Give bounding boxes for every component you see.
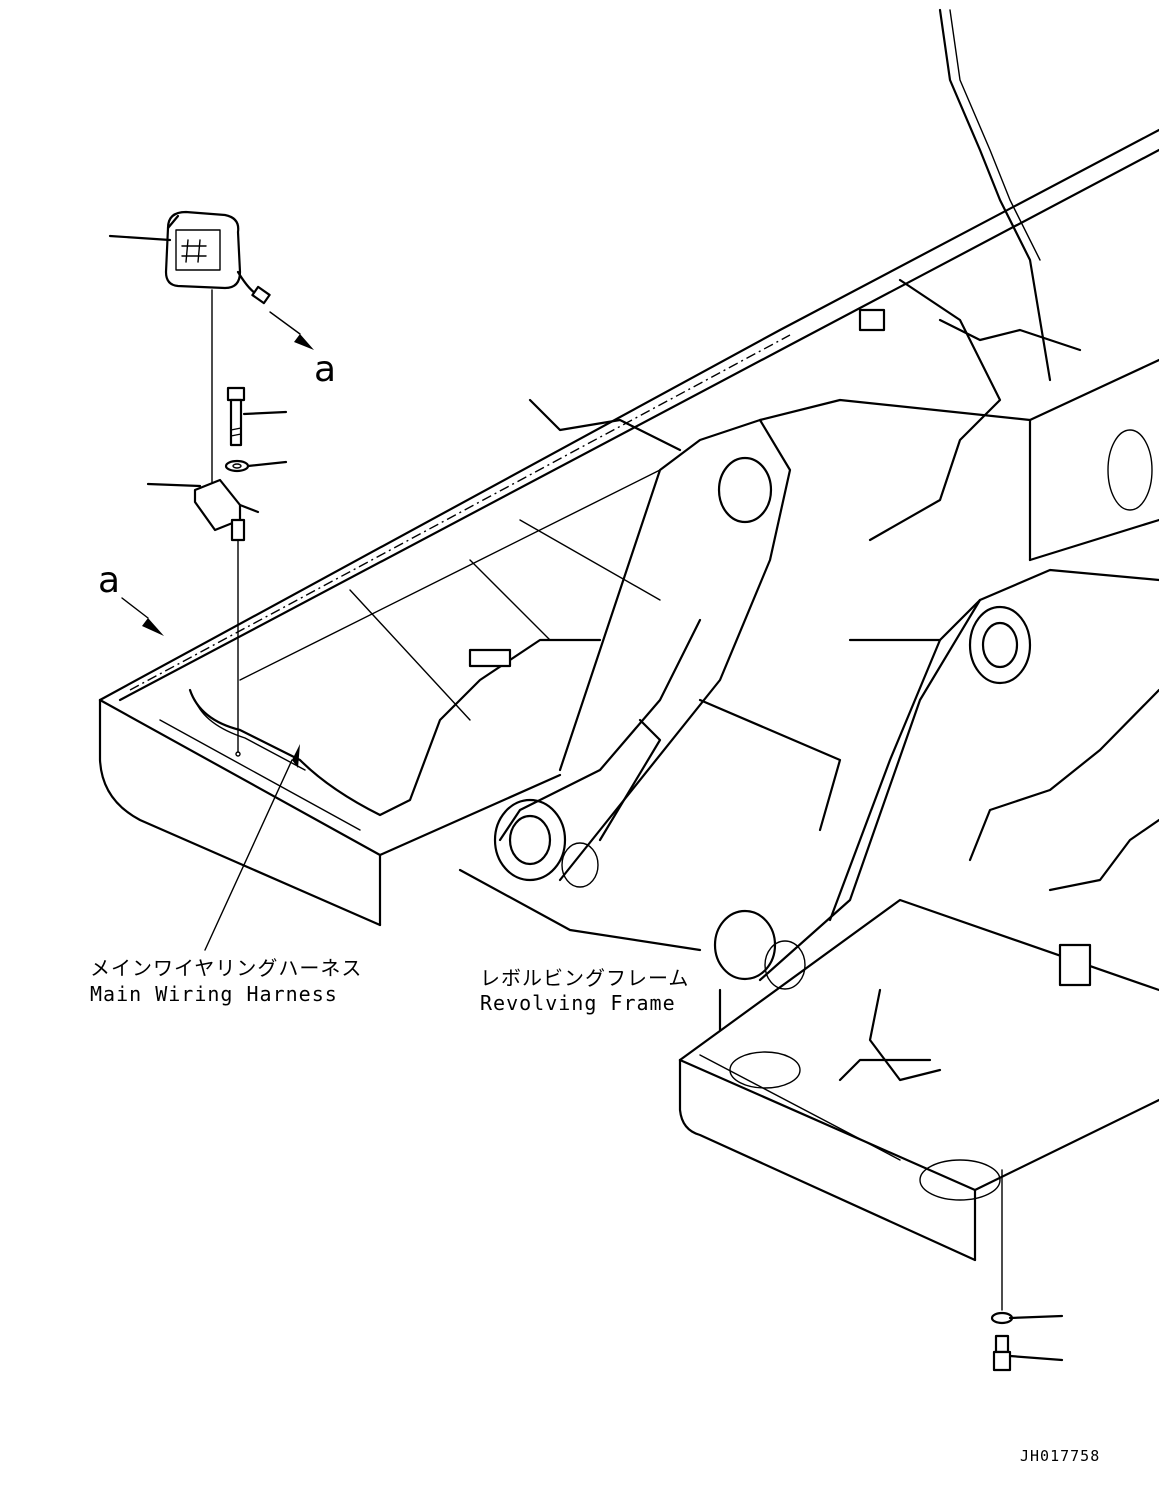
- connector-block: [468, 648, 512, 668]
- harness-label-en: Main Wiring Harness: [90, 982, 338, 1006]
- harness-label-jp: メインワイヤリングハーネス: [90, 956, 362, 980]
- frame-label-jp: レボルビングフレーム: [480, 966, 689, 990]
- drawing-code: JH017758: [1020, 1447, 1100, 1465]
- ref-a-left: a: [98, 560, 120, 601]
- wiring-harness-route: [188, 8, 1159, 1082]
- lamp-hash-icon: [181, 239, 207, 263]
- revolving-frame-deck: [98, 128, 1159, 927]
- work-lamp: [164, 210, 271, 305]
- frame-label-en: Revolving Frame: [480, 991, 676, 1015]
- ref-a-top: a: [314, 349, 336, 390]
- leader-lines: [108, 234, 1064, 1362]
- counterweight-hardware: [990, 1169, 1014, 1372]
- boom-mount: [458, 358, 1159, 1032]
- lamp-mount-hardware: [193, 289, 260, 757]
